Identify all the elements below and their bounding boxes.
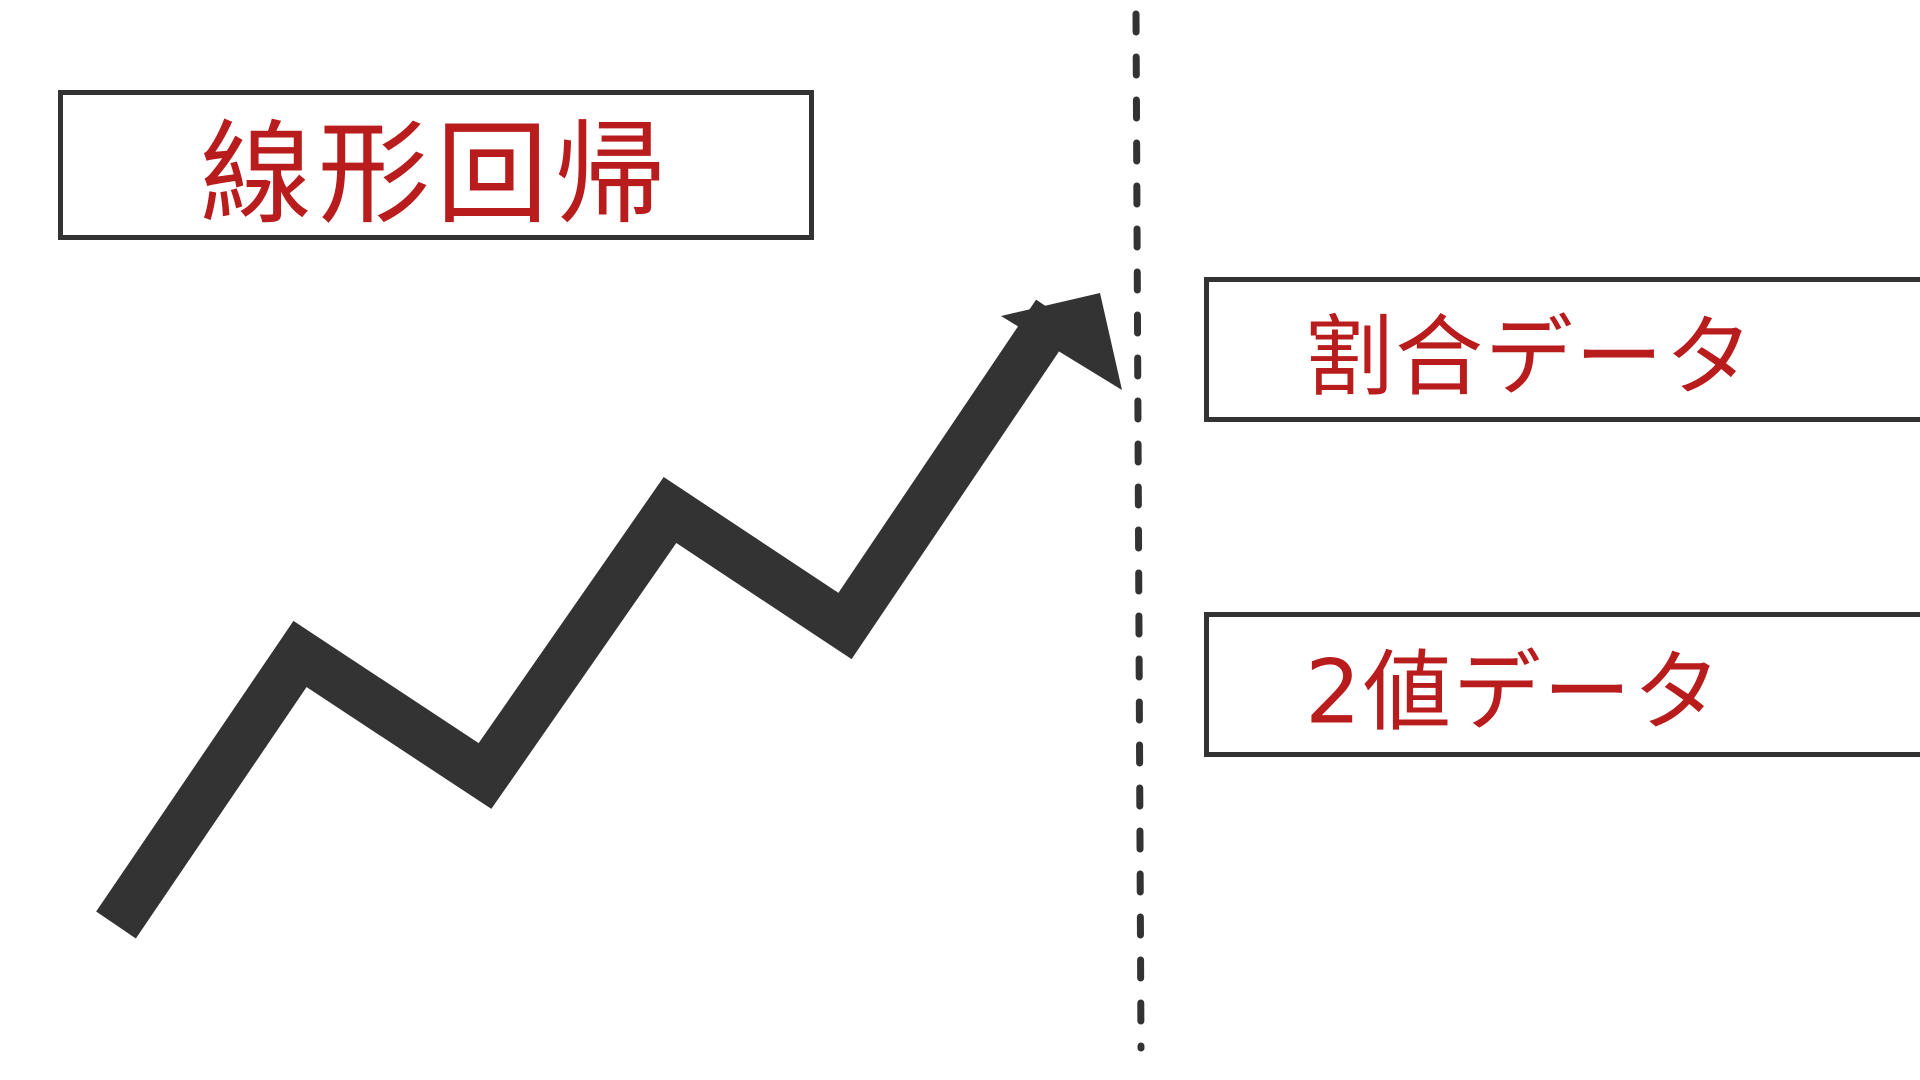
ratio-data-label: 割合データ [1305, 305, 1756, 408]
binary-data-label: 2値データ [1305, 640, 1723, 743]
linear-regression-box: 線形回帰 [58, 90, 814, 240]
binary-data-box: 2値データ [1204, 612, 1920, 757]
zigzag-up-arrow-icon [96, 293, 1122, 939]
trend-arrow-shaft [96, 299, 1076, 939]
ratio-data-box: 割合データ [1204, 277, 1920, 422]
dashed-divider [1132, 10, 1145, 1052]
trend-arrow-head [1001, 293, 1122, 390]
linear-regression-label: 線形回帰 [200, 110, 672, 240]
